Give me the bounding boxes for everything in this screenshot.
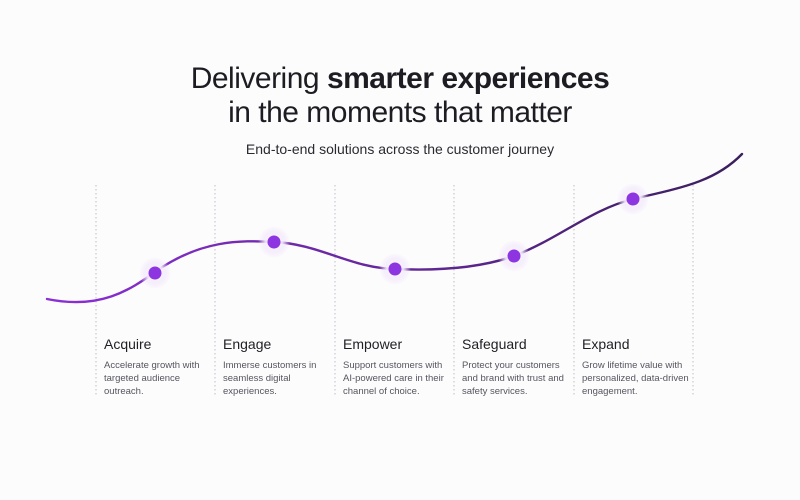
milestone-safeguard bbox=[498, 240, 530, 272]
milestone-expand bbox=[617, 183, 649, 215]
stage-name: Acquire bbox=[104, 336, 152, 352]
milestone-empower bbox=[379, 253, 411, 285]
milestone-acquire bbox=[139, 257, 171, 289]
divider-lines bbox=[95, 185, 694, 395]
stage-name: Expand bbox=[582, 336, 630, 352]
milestone-dot bbox=[626, 192, 640, 206]
stage-acquire: Acquire Accelerate growth with targeted … bbox=[104, 336, 212, 398]
stage-description: Immerse customers in seamless digital ex… bbox=[223, 360, 317, 397]
stage-safeguard: Safeguard Protect your customers and bra… bbox=[462, 336, 570, 398]
milestone-dot bbox=[388, 262, 402, 276]
stage-empower: Empower Support customers with AI-powere… bbox=[343, 336, 451, 398]
headline-line-1: Delivering smarter experiences bbox=[0, 62, 800, 96]
headline-bold: smarter experiences bbox=[326, 62, 610, 95]
milestone-dot bbox=[148, 266, 162, 280]
milestone-engage bbox=[258, 226, 290, 258]
milestone-dots bbox=[139, 183, 649, 289]
headline-prefix: Delivering bbox=[190, 62, 327, 95]
headline-line-2: in the moments that matter bbox=[228, 96, 572, 129]
stage-description: Support customers with AI-powered care i… bbox=[343, 360, 444, 397]
stage-engage: Engage Immerse customers in seamless dig… bbox=[223, 336, 331, 398]
milestone-dot bbox=[507, 249, 521, 263]
stage-expand: Expand Grow lifetime value with personal… bbox=[582, 336, 690, 398]
stage-name: Empower bbox=[343, 336, 403, 352]
stage-description: Accelerate growth with targeted audience… bbox=[104, 360, 200, 397]
stage-name: Engage bbox=[223, 336, 272, 352]
stage-description: Protect your customers and brand with tr… bbox=[462, 360, 564, 397]
stage-description: Grow lifetime value with personalized, d… bbox=[582, 360, 689, 397]
headline: Delivering smarter experiences in the mo… bbox=[0, 62, 800, 130]
stage-name: Safeguard bbox=[462, 336, 527, 352]
subheadline: End-to-end solutions across the customer… bbox=[245, 141, 555, 157]
milestone-dot bbox=[267, 235, 281, 249]
